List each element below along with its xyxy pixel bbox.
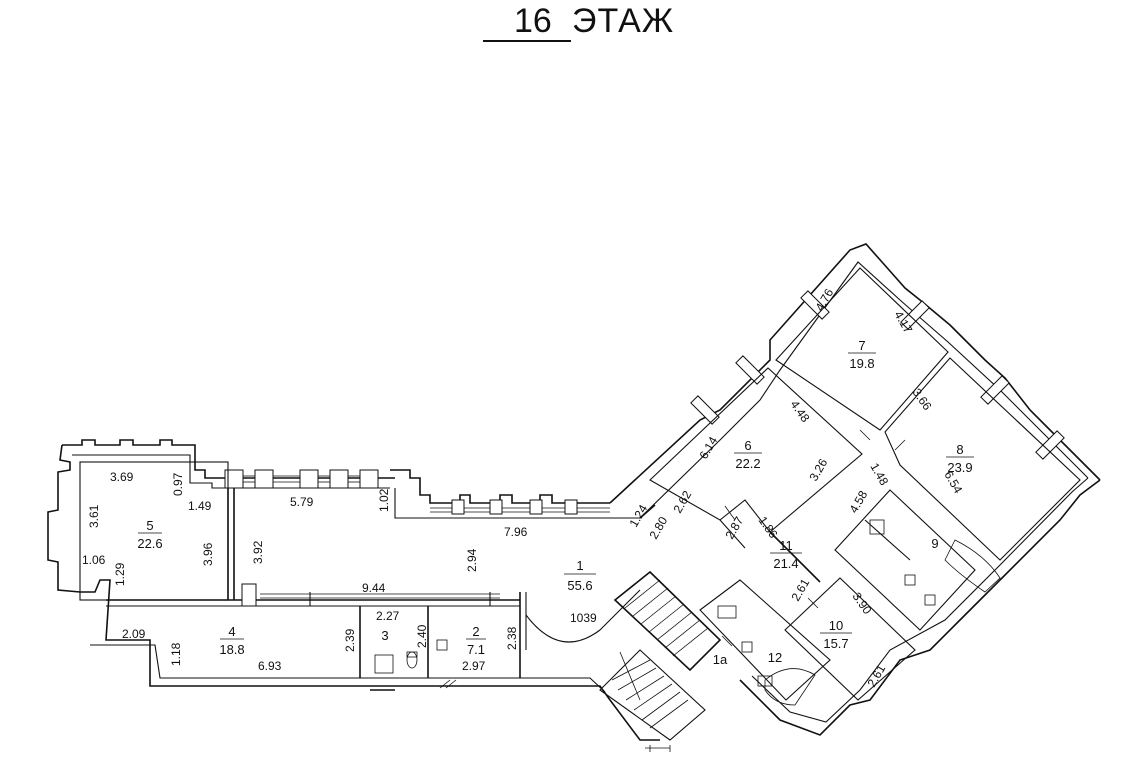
room-area-2: 7.1 (467, 642, 485, 657)
room-label-1-main: 1 (576, 558, 583, 573)
dim-label: 2.38 (505, 626, 519, 650)
dim-label: 1.18 (169, 642, 183, 666)
room-area-6: 22.2 (735, 456, 760, 471)
dim-label: 1.02 (377, 488, 391, 512)
dim-label: 7.96 (504, 525, 528, 539)
room-label-2: 2 (472, 624, 479, 639)
room-label-12: 12 (768, 650, 782, 665)
dim-label: 4.48 (788, 398, 813, 425)
dim-label: 0.97 (171, 472, 185, 496)
floor-title: 16 ЭТАЖ (0, 0, 1147, 60)
dim-label: 6.93 (258, 659, 282, 673)
dim-label: 5.79 (290, 495, 314, 509)
dim-label: 2.94 (465, 548, 479, 572)
dim-label: 3.96 (201, 542, 215, 566)
room-area-10: 15.7 (823, 636, 848, 651)
dim-label: 3.69 (110, 470, 134, 484)
hall-and-stairs (525, 504, 722, 752)
dim-label: 1.48 (867, 461, 891, 489)
room-label-9: 9 (931, 536, 938, 551)
room-area-4: 18.8 (219, 642, 244, 657)
dim-label: 2.39 (343, 628, 357, 652)
dim-label: 2.80 (646, 514, 670, 542)
room-label-5: 5 (146, 518, 153, 533)
room-label-7: 7 (858, 338, 865, 353)
room-label-8: 8 (956, 442, 963, 457)
dim-label: 2.87 (722, 514, 746, 542)
dim-label: 4.58 (846, 488, 870, 516)
dim-label: 1.49 (188, 499, 212, 513)
floor-number-underline (483, 40, 571, 42)
dim-label: 3.61 (87, 504, 101, 528)
dim-label: 2.27 (376, 609, 400, 623)
dim-label: 2.62 (670, 488, 694, 516)
room-area-7: 19.8 (849, 356, 874, 371)
room-area-11: 21.4 (773, 556, 798, 571)
dim-label: 3.90 (850, 590, 875, 617)
floor-number: 16 (514, 2, 552, 40)
room-label-1a: 1a (713, 652, 728, 667)
dim-label: 1.06 (82, 553, 106, 567)
room-label-11: 11 (779, 538, 793, 553)
dim-label: 6.14 (696, 434, 720, 462)
dim-label: 1039 (570, 611, 597, 625)
dim-label: 4.76 (812, 286, 836, 314)
dim-label: 1.29 (113, 562, 127, 586)
dim-label: 1.24 (626, 502, 650, 530)
dim-label: 2.09 (122, 627, 146, 641)
dim-label: 2.40 (415, 624, 429, 648)
room-area-5: 22.6 (137, 536, 162, 551)
left-wing-walls (47, 439, 640, 701)
room-labels: 5 22.6 4 18.8 3 2 7.1 1a 1 55.6 1a 6 22.… (137, 338, 974, 667)
dim-label: 3.26 (806, 456, 830, 484)
floor-word: ЭТАЖ (572, 2, 675, 40)
room-label-4: 4 (228, 624, 235, 639)
dim-label: 2.97 (462, 659, 486, 673)
room-label-10: 10 (829, 618, 843, 633)
room-area-1: 55.6 (567, 578, 592, 593)
dim-label: 3.92 (251, 540, 265, 564)
room-label-6: 6 (744, 438, 751, 453)
dim-label: 9.44 (362, 581, 386, 595)
room-area-8: 23.9 (947, 460, 972, 475)
right-wing-walls (609, 243, 1101, 736)
room-label-3: 3 (381, 628, 388, 643)
